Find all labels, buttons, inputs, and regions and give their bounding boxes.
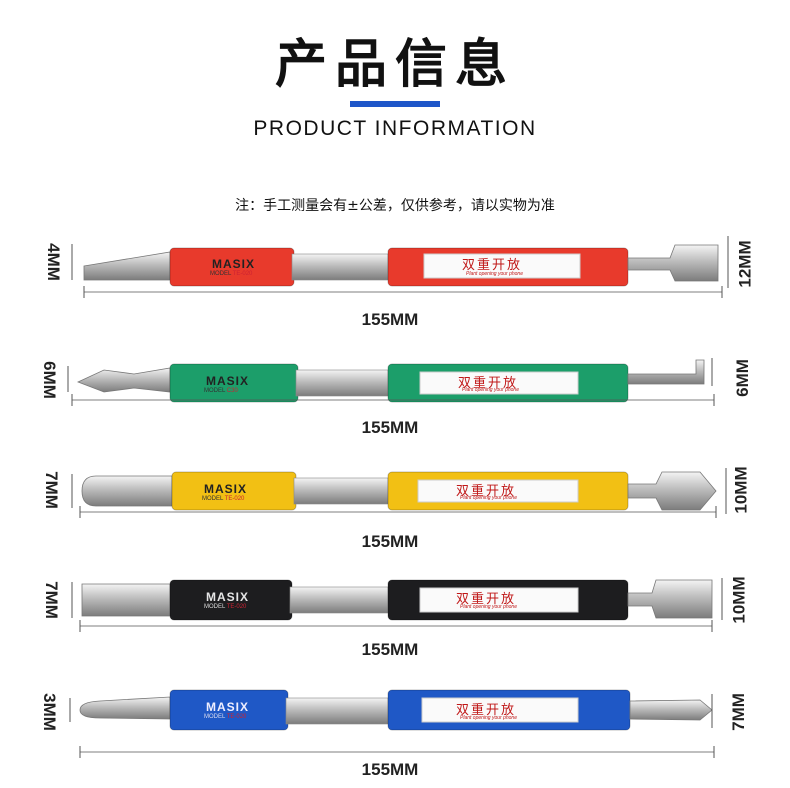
- sticker-subtext: Plant opening your phone: [460, 604, 517, 610]
- tool-row-5: 3MM 7MM 155MM MASIX MODEL TE-020 双重开放 Pl…: [0, 668, 790, 788]
- left-width-label: 7MM: [41, 581, 61, 619]
- tool-row-1: 4MM 12MM 155MM MASIX MODEL TE-020 双重开放 P…: [0, 228, 790, 348]
- left-width-label: 6MM: [39, 361, 59, 399]
- brand-label: MASIX: [206, 590, 250, 604]
- sticker-text: 双重开放: [458, 376, 519, 391]
- model-label: MODEL TE-020: [204, 714, 247, 720]
- sticker-subtext: Plant opening your phone: [460, 495, 517, 501]
- brand-label: MASIX: [212, 257, 256, 271]
- brand-label: MASIX: [206, 374, 250, 388]
- sticker-text: 双重开放: [462, 258, 523, 273]
- title-underline: [350, 101, 440, 107]
- tool-illustration: [71, 236, 729, 298]
- length-label: 155MM: [361, 532, 419, 551]
- page-title-chinese: 产品信息: [274, 35, 515, 95]
- length-label: 155MM: [361, 310, 419, 329]
- length-label: 155MM: [361, 418, 419, 437]
- tool-row-2: 6MM 6MM 155MM MASIX MODEL C30 双重开放 Plant…: [0, 338, 790, 458]
- tool-illustration: [67, 358, 715, 406]
- model-label: MODEL TE-020: [210, 271, 253, 277]
- sticker-text: 双重开放: [456, 592, 517, 607]
- sticker-subtext: Plant opening your phone: [462, 387, 519, 393]
- right-width-label: 6MM: [732, 359, 752, 397]
- sticker-text: 双重开放: [456, 484, 517, 499]
- left-width-label: 7MM: [41, 471, 61, 509]
- model-label: MODEL C30: [204, 388, 238, 394]
- right-width-label: 10MM: [731, 466, 751, 514]
- sticker-subtext: Plant opening your phone: [466, 271, 523, 277]
- page-title-english: PRODUCT INFORMATION: [253, 117, 537, 140]
- model-label: MODEL TE-020: [202, 496, 245, 502]
- model-label: MODEL TE-020: [204, 604, 247, 610]
- left-width-label: 4MM: [43, 243, 63, 281]
- right-width-label: 12MM: [735, 240, 755, 288]
- tool-illustration: [71, 468, 727, 518]
- sticker-subtext: Plant opening your phone: [460, 715, 517, 721]
- tool-row-4: 7MM 10MM 155MM MASIX MODEL TE-020 双重开放 P…: [0, 560, 790, 680]
- tool-illustration: [69, 689, 715, 758]
- brand-label: MASIX: [206, 700, 250, 714]
- tool-illustration: [71, 578, 723, 632]
- right-width-label: 10MM: [729, 576, 749, 624]
- length-label: 155MM: [361, 760, 419, 779]
- brand-label: MASIX: [204, 482, 248, 496]
- right-width-label: 7MM: [728, 693, 748, 731]
- left-width-label: 3MM: [39, 693, 59, 731]
- tool-row-3: 7MM 10MM 155MM MASIX MODEL TE-020 双重开放 P…: [0, 450, 790, 570]
- length-label: 155MM: [361, 640, 419, 659]
- sticker-text: 双重开放: [456, 703, 517, 718]
- measurement-note: 注：手工测量会有±公差，仅供参考，请以实物为准: [235, 198, 555, 214]
